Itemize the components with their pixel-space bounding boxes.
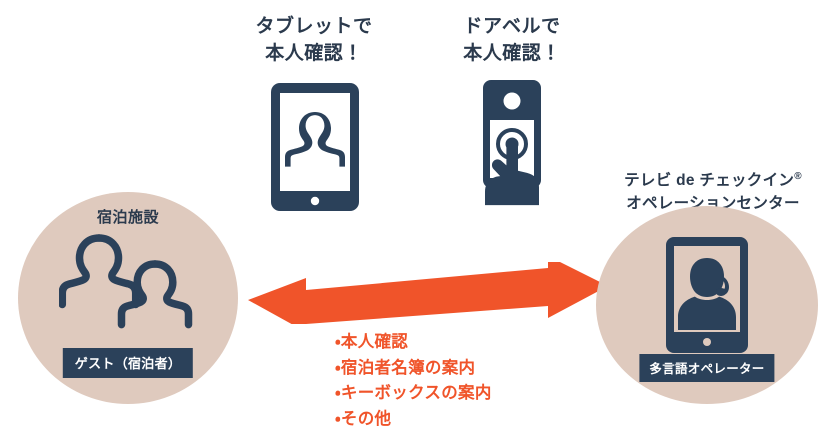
operation-center-brand: テレビ de チェックイン	[624, 172, 795, 190]
accommodation-heading: 宿泊施設	[96, 209, 159, 226]
accommodation-circle: 宿泊施設 ゲスト（宿泊者）	[18, 192, 238, 404]
operator-badge: 多言語オペレーター	[639, 354, 775, 382]
operation-center-title: テレビ de チェックイン® オペレーションセンター	[588, 170, 838, 215]
registered-mark-icon: ®	[794, 171, 802, 182]
service-list-item: ・本人確認	[335, 333, 409, 351]
service-list-item: ・宿泊者名簿の案内	[335, 358, 476, 377]
heading-doorbell: ドアベルで 本人確認！	[432, 14, 592, 68]
operator-tablet-icon	[665, 236, 749, 359]
service-list-item: ・キーボックスの案内	[335, 384, 492, 403]
service-list: ・本人確認 ・宿泊者名簿の案内 ・キーボックスの案内 ・その他	[335, 330, 492, 432]
heading-doorbell-line1: ドアベルで	[463, 16, 561, 37]
operation-center-title-line2: オペレーションセンター	[626, 194, 800, 212]
heading-doorbell-line2: 本人確認！	[463, 42, 561, 64]
guest-badge: ゲスト（宿泊者）	[62, 348, 194, 378]
tablet-person-icon	[270, 82, 360, 217]
heading-tablet-line1: タブレットで	[255, 16, 373, 37]
two-guests-icon	[58, 234, 197, 351]
heading-tablet: タブレットで 本人確認！	[234, 14, 394, 68]
service-list-item: ・その他	[335, 409, 392, 428]
bidirectional-arrow	[248, 256, 608, 332]
operation-center-circle: 多言語オペレーター	[596, 206, 818, 404]
operation-center-title-line1: テレビ de チェックイン®	[588, 170, 838, 193]
doorbell-hand-press-icon	[465, 78, 575, 218]
heading-tablet-line2: 本人確認！	[265, 42, 363, 64]
